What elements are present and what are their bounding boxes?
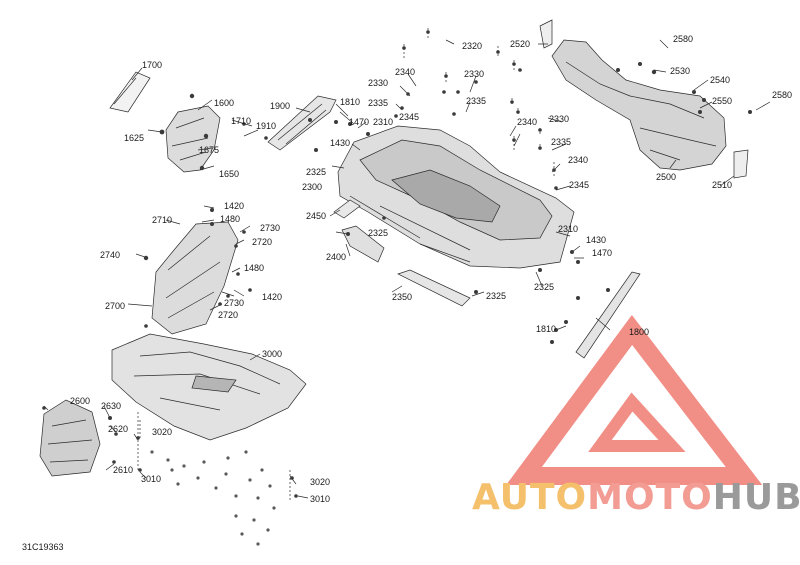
callout-3000: 3000: [262, 349, 283, 359]
callout-1625: 1625: [124, 133, 145, 143]
callout-1810-b: 1810: [536, 324, 557, 334]
callout-2325: 2325: [306, 167, 327, 177]
brand-auto: AUTO: [472, 477, 588, 518]
callout-1900: 1900: [270, 101, 291, 111]
callout-2540: 2540: [710, 75, 731, 85]
callout-1430: 1430: [330, 138, 351, 148]
part-1900-panel: [267, 95, 337, 151]
part-2400-panel: [341, 225, 385, 263]
callout-1650: 1650: [219, 169, 240, 179]
part-1600-bracket: [165, 105, 221, 173]
callout-1600: 1600: [214, 98, 235, 108]
callout-2510: 2510: [712, 180, 733, 190]
callout-1420-b: 1420: [262, 292, 283, 302]
callout-2320: 2320: [462, 41, 483, 51]
callout-1710: 1710: [231, 116, 252, 126]
skid-plate-fasteners: [150, 450, 276, 546]
part-2350-panel: [397, 269, 471, 307]
watermark-logo: [506, 315, 763, 485]
callout-2520: 2520: [510, 39, 531, 49]
diagram-code: 31C19363: [22, 542, 64, 552]
part-1800-panel: [575, 271, 641, 359]
brand-moto: MOTO: [587, 477, 713, 518]
callout-2325-c: 2325: [534, 282, 555, 292]
callout-3020: 3020: [152, 427, 173, 437]
callout-2330-b: 2330: [464, 69, 485, 79]
part-2700-fender: [151, 221, 239, 335]
callout-2330-c: 2330: [549, 114, 570, 124]
fasteners: [42, 30, 752, 498]
callout-2345-b: 2345: [569, 180, 590, 190]
callout-2740: 2740: [100, 250, 121, 260]
callout-1675: 1675: [199, 145, 220, 155]
callout-2550: 2550: [712, 96, 733, 106]
callout-3020-b: 3020: [310, 477, 331, 487]
callout-2335-b: 2335: [466, 96, 487, 106]
callout-2345: 2345: [399, 112, 420, 122]
callout-2300: 2300: [302, 182, 323, 192]
callout-2580: 2580: [673, 34, 694, 44]
callout-2620: 2620: [108, 424, 129, 434]
callout-2330: 2330: [368, 78, 389, 88]
part-1700-panel: [109, 71, 151, 113]
callout-2700: 2700: [105, 301, 126, 311]
callout-2450: 2450: [306, 211, 327, 221]
callout-2400: 2400: [326, 252, 347, 262]
part-2500-rear-frame: [551, 39, 727, 171]
callout-2325-b: 2325: [368, 228, 389, 238]
callout-2500: 2500: [656, 172, 677, 182]
callout-2310: 2310: [373, 117, 394, 127]
callout-2610: 2610: [113, 465, 134, 475]
part-2450-plate: [333, 199, 361, 219]
brand-hub: HUB: [712, 477, 800, 518]
callout-1480: 1480: [220, 214, 241, 224]
callout-2710: 2710: [152, 215, 173, 225]
callout-1910: 1910: [256, 121, 277, 131]
callout-3010-b: 3010: [310, 494, 331, 504]
callout-3010: 3010: [141, 474, 162, 484]
callout-1480-b: 1480: [244, 263, 265, 273]
callout-2335-c: 2335: [551, 137, 572, 147]
watermark-wordmark: AUTOMOTOHUB: [472, 478, 800, 518]
callout-1470: 1470: [349, 117, 370, 127]
callout-1810: 1810: [340, 97, 361, 107]
part-2600-mud-guard: [39, 399, 101, 477]
callout-2580-b: 2580: [772, 90, 793, 100]
callout-2530: 2530: [670, 66, 691, 76]
callout-1430-b: 1430: [586, 235, 607, 245]
callout-2335: 2335: [368, 98, 389, 108]
callout-2730: 2730: [260, 223, 281, 233]
callout-2630: 2630: [101, 401, 122, 411]
callout-2730-b: 2730: [224, 298, 245, 308]
callout-1470-b: 1470: [592, 248, 613, 258]
callout-2340-c: 2340: [568, 155, 589, 165]
callout-2310-b: 2310: [558, 224, 579, 234]
callout-1700: 1700: [142, 60, 163, 70]
callout-2350: 2350: [392, 292, 413, 302]
callout-2340-b: 2340: [517, 117, 538, 127]
callout-1420: 1420: [224, 201, 245, 211]
callout-2340: 2340: [395, 67, 416, 77]
callout-2600: 2600: [70, 396, 91, 406]
callout-2720: 2720: [252, 237, 273, 247]
callout-1800: 1800: [629, 327, 650, 337]
callout-2325-d: 2325: [486, 291, 507, 301]
callout-2720-b: 2720: [218, 310, 239, 320]
